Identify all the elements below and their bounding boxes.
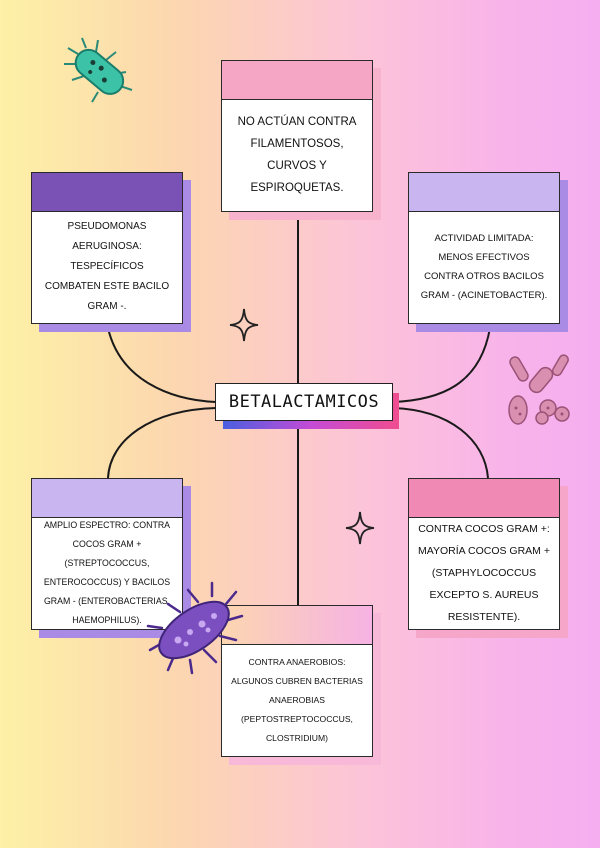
card-lower-right: CONTRA COCOS GRAM +: MAYORÍA COCOS GRAM … (408, 478, 568, 638)
sparkle-icon (229, 308, 259, 342)
sparkle-icon (345, 511, 375, 545)
bacteria-cluster-icon (508, 354, 570, 425)
main-title-box: BETALACTAMICOS (215, 383, 399, 429)
card-upper-right: ACTIVIDAD LIMITADA: MENOS EFECTIVOS CONT… (408, 172, 568, 332)
card-lower-left: AMPLIO ESPECTRO: CONTRA COCOS GRAM + (ST… (31, 478, 191, 638)
card-bottom-text: CONTRA ANAEROBIOS: ALGUNOS CUBREN BACTER… (231, 656, 363, 743)
card-bottom: CONTRA ANAEROBIOS: ALGUNOS CUBREN BACTER… (221, 605, 381, 765)
connector-lower-left (107, 407, 217, 479)
card-top: NO ACTÚAN CONTRA FILAMENTOSOS, CURVOS Y … (221, 60, 381, 220)
connector-lower-right (392, 407, 489, 479)
card-lower-left-text: AMPLIO ESPECTRO: CONTRA COCOS GRAM + (ST… (43, 520, 171, 625)
card-upper-left-text: PSEUDOMONAS AERUGINOSA: TESPECÍFICOS COM… (44, 221, 170, 312)
card-upper-left: PSEUDOMONAS AERUGINOSA: TESPECÍFICOS COM… (31, 172, 191, 332)
virus-purple-icon (146, 581, 244, 675)
bacillus-green-icon (64, 37, 133, 103)
card-top-text: NO ACTÚAN CONTRA FILAMENTOSOS, CURVOS Y … (237, 116, 357, 194)
main-title: BETALACTAMICOS (215, 383, 393, 421)
connector-upper-left (107, 327, 217, 403)
card-lower-right-text: CONTRA COCOS GRAM +: MAYORÍA COCOS GRAM … (418, 523, 550, 623)
connector-upper-right (392, 327, 491, 403)
card-upper-right-text: ACTIVIDAD LIMITADA: MENOS EFECTIVOS CONT… (420, 233, 548, 301)
